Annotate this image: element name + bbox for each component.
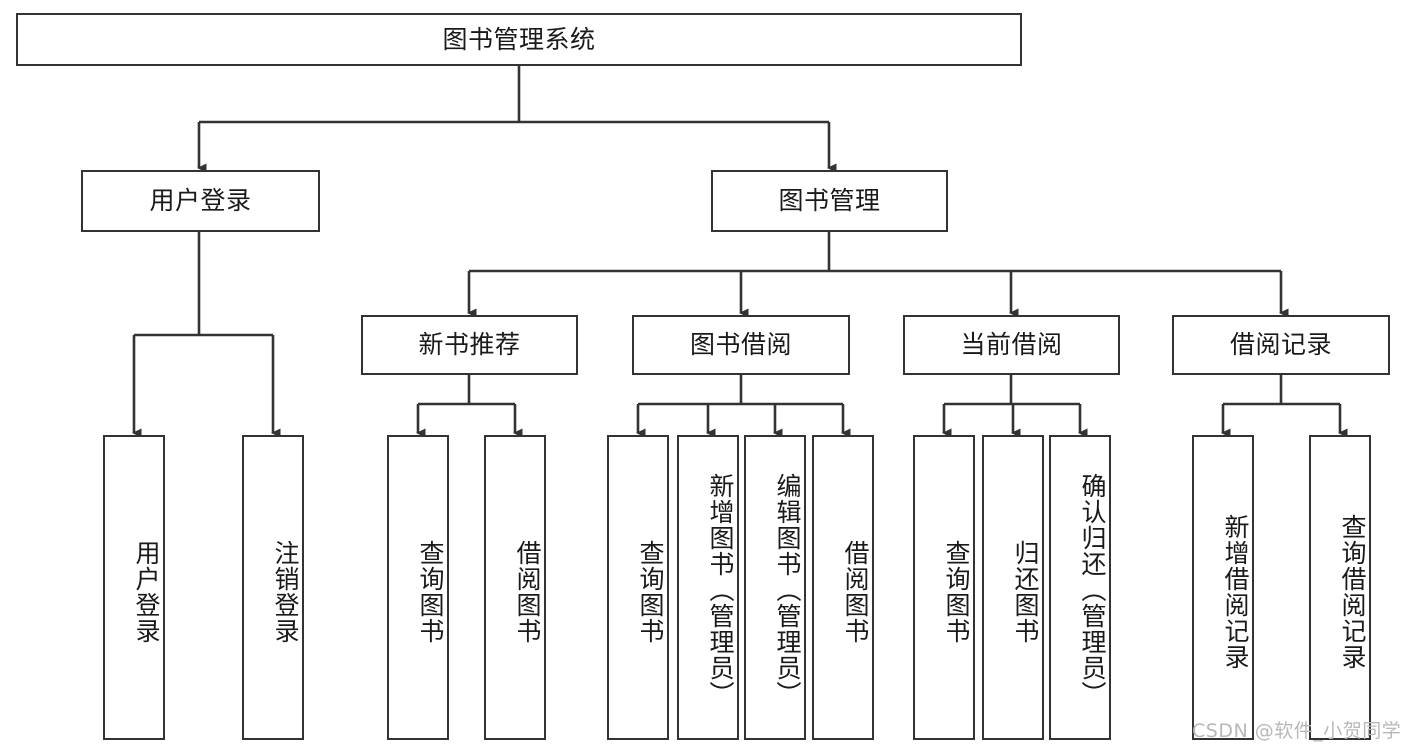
node-new-book-recommend[interactable]: 新书推荐 [361,315,578,375]
node-leaf-query-book-3[interactable]: 查询图书 [913,435,975,740]
node-label: 查询图书 [636,539,665,644]
node-label: 编辑图书（管理员） [773,472,802,707]
node-leaf-user-login[interactable]: 用户登录 [103,435,165,740]
node-label: 新增借阅记录 [1221,513,1250,670]
node-label: 图书借阅 [689,330,792,360]
node-label: 用户登录 [149,186,252,216]
node-label: 查询图书 [942,539,971,644]
node-label: 查询图书 [416,539,445,644]
node-label: 图书管理 [778,186,881,216]
node-label: 新书推荐 [418,330,521,360]
node-book-management[interactable]: 图书管理 [711,170,948,232]
node-label: 借阅图书 [513,539,542,644]
node-user-login[interactable]: 用户登录 [81,170,320,232]
node-label: 确认归还（管理员） [1078,472,1107,707]
node-label: 图书管理系统 [442,24,596,54]
node-root-book-management-system[interactable]: 图书管理系统 [16,13,1022,66]
node-leaf-logout[interactable]: 注销登录 [242,435,304,740]
node-leaf-borrow-book-1[interactable]: 借阅图书 [484,435,546,740]
node-leaf-confirm-return-admin[interactable]: 确认归还（管理员） [1049,435,1111,740]
node-leaf-query-book-2[interactable]: 查询图书 [607,435,669,740]
node-current-borrow[interactable]: 当前借阅 [903,315,1120,375]
node-leaf-add-book-admin[interactable]: 新增图书（管理员） [677,435,739,740]
node-label: 归还图书 [1011,539,1040,644]
node-label: 查询借阅记录 [1338,513,1367,670]
node-label: 新增图书（管理员） [706,472,735,707]
node-leaf-return-book[interactable]: 归还图书 [982,435,1044,740]
node-label: 借阅记录 [1229,330,1332,360]
csdn-watermark: CSDN @软件_小贺同学 [1192,720,1402,742]
node-label: 用户登录 [132,539,161,644]
node-leaf-edit-book-admin[interactable]: 编辑图书（管理员） [744,435,806,740]
node-borrow-record[interactable]: 借阅记录 [1172,315,1390,375]
node-leaf-borrow-book-2[interactable]: 借阅图书 [812,435,874,740]
node-book-borrow[interactable]: 图书借阅 [632,315,850,375]
node-label: 注销登录 [271,539,300,644]
node-label: 借阅图书 [841,539,870,644]
node-leaf-query-borrow-record[interactable]: 查询借阅记录 [1309,435,1371,740]
node-label: 当前借阅 [960,330,1063,360]
node-leaf-add-borrow-record[interactable]: 新增借阅记录 [1192,435,1254,740]
node-leaf-query-book-1[interactable]: 查询图书 [387,435,449,740]
